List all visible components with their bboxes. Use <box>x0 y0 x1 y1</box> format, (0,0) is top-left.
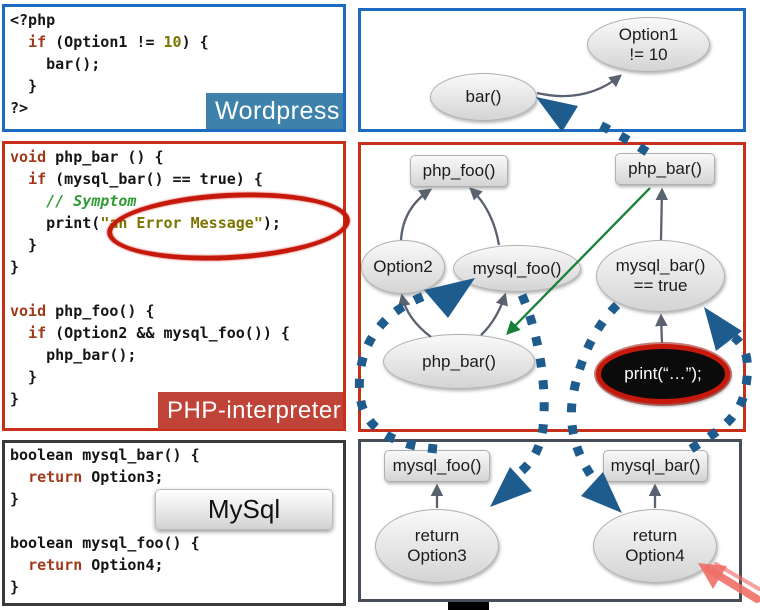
node-return-option3: return Option3 <box>375 509 499 583</box>
node-print-statement: print(“…”); <box>596 344 730 404</box>
node-bar: bar() <box>430 73 537 121</box>
wordpress-code: <?php if (Option1 != 10) { bar(); }?> <box>10 11 209 117</box>
node-option1: Option1 != 10 <box>587 17 710 72</box>
node-option2: Option2 <box>361 240 445 294</box>
node-mysql-bar-true: mysql_bar() == true <box>596 240 725 312</box>
php-code: void php_bar () { if (mysql_bar() == tru… <box>10 148 290 408</box>
node-php-bar-call: php_bar() <box>383 334 535 389</box>
footer-bar <box>448 602 489 610</box>
mysql-code: boolean mysql_bar() { return Option3;} b… <box>10 446 200 596</box>
php-code-panel <box>2 141 346 431</box>
node-mysql-foo-rect: mysql_foo() <box>384 450 490 482</box>
php-interpreter-label: PHP-interpreter <box>158 392 343 429</box>
wordpress-code-panel <box>2 4 346 132</box>
mysql-label: MySql <box>155 489 333 530</box>
wordpress-label: Wordpress <box>206 93 343 129</box>
node-php-foo-rect: php_foo() <box>410 155 508 187</box>
node-return-option4: return Option4 <box>593 509 717 583</box>
node-mysql-bar-rect: mysql_bar() <box>603 450 708 482</box>
node-php-bar-rect: php_bar() <box>615 153 715 185</box>
node-mysql-foo-cond: mysql_foo() <box>453 245 581 292</box>
